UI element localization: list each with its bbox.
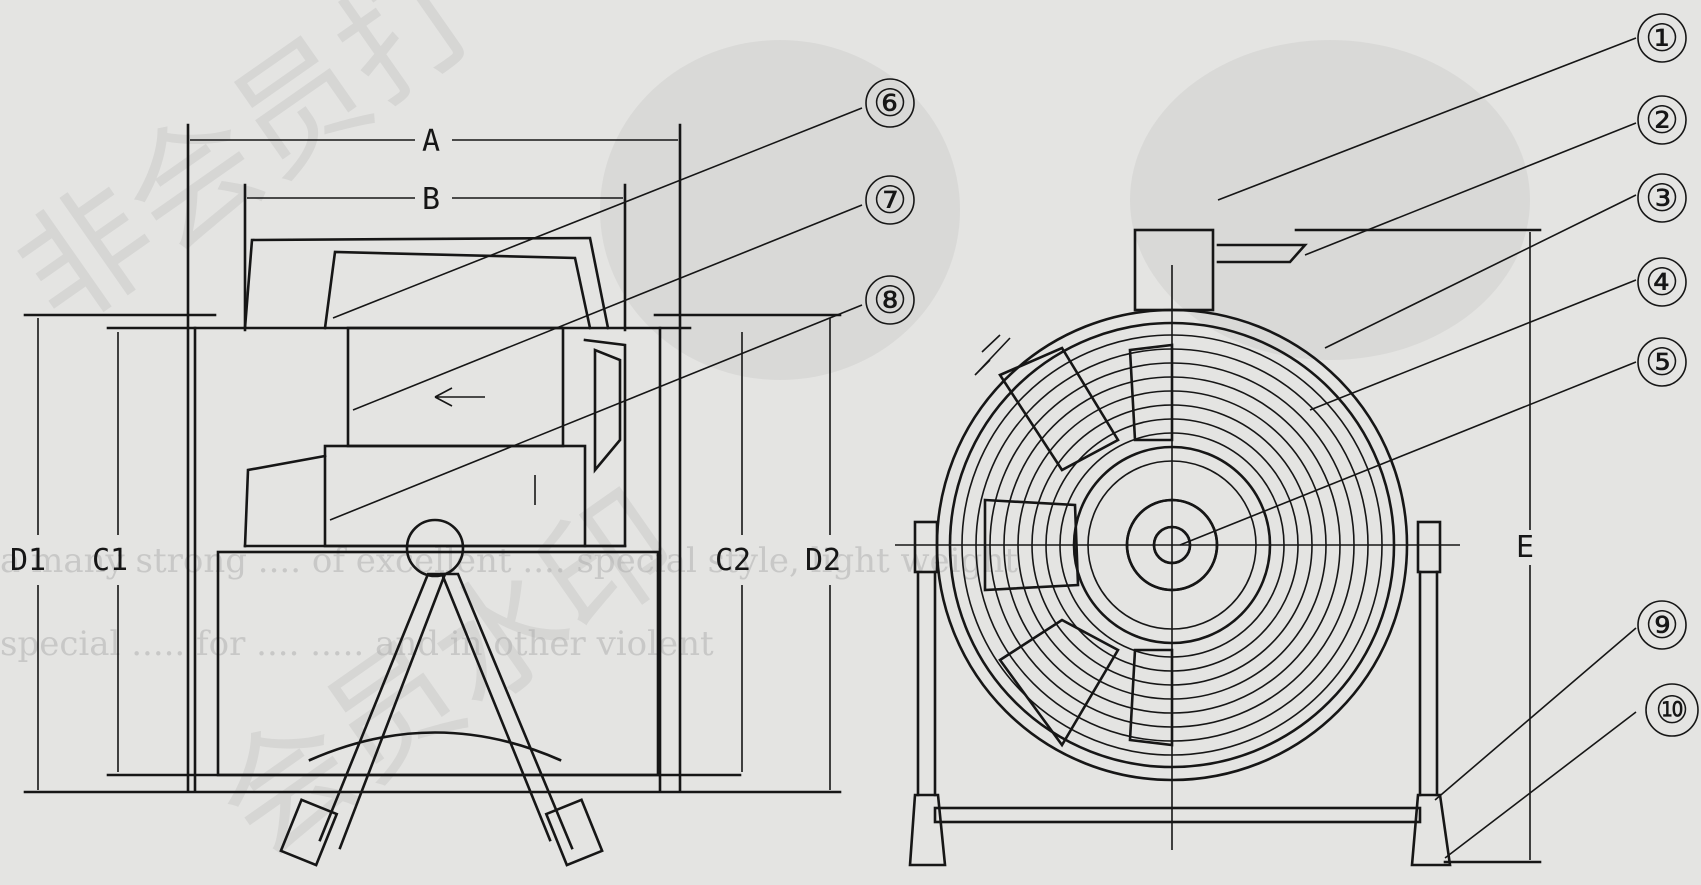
- front-view: E ① ② ③ ④ ⑤: [895, 13, 1699, 867]
- callout-9: ⑨: [1637, 600, 1687, 650]
- svg-text:⑨: ⑨: [1645, 603, 1679, 647]
- dimension-a: A: [186, 123, 682, 792]
- svg-text:④: ④: [1645, 260, 1679, 304]
- callout-5: ⑤: [1637, 337, 1687, 387]
- junction-box: [1133, 228, 1215, 312]
- label-e: E: [1516, 530, 1534, 565]
- callout-8: ⑧: [865, 275, 915, 325]
- label-c2: C2: [715, 543, 751, 578]
- svg-text:⑤: ⑤: [1645, 340, 1679, 384]
- callout-4: ④: [1637, 257, 1687, 307]
- side-view: A B: [10, 78, 915, 867]
- svg-text:⑩: ⑩: [1655, 688, 1689, 732]
- dimension-b: B: [243, 182, 627, 332]
- leader-lines-side: [329, 107, 863, 521]
- label-d2: D2: [805, 543, 841, 578]
- label-d1: D1: [10, 543, 46, 578]
- rotation-arrow: [974, 334, 1011, 376]
- label-b: B: [422, 182, 440, 217]
- leader-lines-front: [1179, 37, 1637, 859]
- callout-3: ③: [1637, 173, 1687, 223]
- dimension-c2-d2: C2 D2: [715, 318, 841, 790]
- svg-text:③: ③: [1645, 176, 1679, 220]
- label-a: A: [422, 124, 440, 159]
- callout-2: ②: [1637, 95, 1687, 145]
- stand-legs-side: [279, 518, 604, 867]
- bleed-through-text-1: a many strong .... of excellent .... spe…: [0, 541, 1018, 581]
- fan-housing-side: [23, 236, 842, 794]
- svg-text:①: ①: [1645, 16, 1679, 60]
- svg-text:⑧: ⑧: [873, 278, 907, 322]
- svg-text:②: ②: [1645, 98, 1679, 142]
- svg-text:⑦: ⑦: [873, 178, 907, 222]
- callout-1: ①: [1637, 13, 1687, 63]
- stand-front: [908, 520, 1452, 867]
- label-c1: C1: [92, 543, 128, 578]
- callout-6: ⑥: [865, 78, 915, 128]
- bleed-through-text-2: special ..... for .... ..... and in othe…: [0, 624, 714, 664]
- callout-10: ⑩: [1645, 683, 1699, 737]
- callout-7: ⑦: [865, 175, 915, 225]
- dimension-d1-c1: D1 C1: [10, 318, 128, 790]
- dimension-e: E: [1294, 228, 1542, 864]
- svg-text:⑥: ⑥: [873, 81, 907, 125]
